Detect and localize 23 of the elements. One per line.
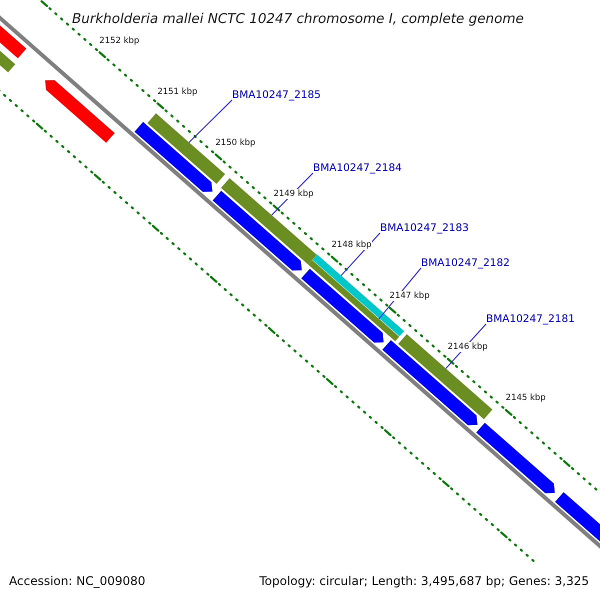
- gene-bar: [398, 334, 492, 420]
- gene-label: BMA10247_2181: [486, 313, 575, 325]
- gene-label: BMA10247_2184: [313, 162, 402, 174]
- position-label: 2148 kbp: [332, 240, 372, 250]
- position-label: 2149 kbp: [273, 189, 314, 199]
- footer-text: Accession: NC_009080: [9, 574, 146, 588]
- position-label: 2150 kbp: [215, 138, 256, 148]
- position-label: 2146 kbp: [448, 342, 488, 352]
- gene-feature: [476, 422, 555, 494]
- position-label: 2151 kbp: [157, 86, 198, 97]
- gene-label: BMA10247_2183: [380, 222, 469, 234]
- gene-label: BMA10247_2185: [232, 89, 321, 101]
- gene-feature: [45, 80, 115, 143]
- footer-text: Topology: circular; Length: 3,495,687 bp; Genes: 3,325: [259, 574, 589, 588]
- position-label: 2147 kbp: [390, 291, 430, 302]
- gene-label: BMA10247_2182: [421, 257, 510, 269]
- map-title: Burkholderia mallei NCTC 10247 chromosome I, complete genome: [72, 10, 524, 29]
- gene-bar: [221, 178, 317, 264]
- position-label: 2152 kbp: [99, 36, 140, 46]
- gene-feature: [134, 122, 212, 192]
- gene-feature: [301, 268, 384, 343]
- position-label: 2145 kbp: [506, 393, 546, 404]
- leader-line: [188, 100, 232, 143]
